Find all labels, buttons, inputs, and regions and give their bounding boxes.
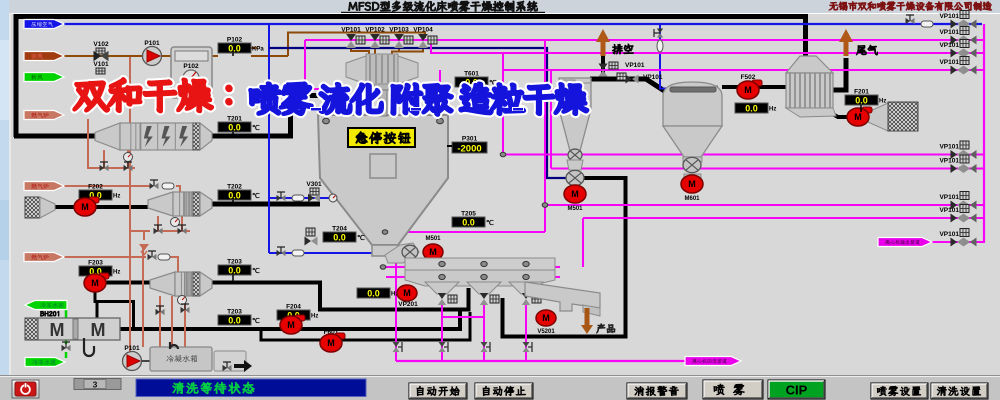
svg-text:F601: F601 xyxy=(324,329,339,336)
svg-text:F202: F202 xyxy=(88,184,103,191)
svg-text:M: M xyxy=(744,85,752,95)
svg-text:VP101: VP101 xyxy=(625,62,645,69)
svg-text:VP201: VP201 xyxy=(398,301,418,308)
svg-text:0.0: 0.0 xyxy=(228,122,241,132)
svg-text:M501: M501 xyxy=(425,236,441,242)
svg-text:P301: P301 xyxy=(462,136,478,143)
svg-text:M501: M501 xyxy=(567,206,583,212)
svg-text:0.0: 0.0 xyxy=(89,190,102,200)
svg-text:VP101: VP101 xyxy=(939,194,959,201)
svg-text:℃: ℃ xyxy=(486,219,494,227)
svg-text:0.0: 0.0 xyxy=(228,265,241,275)
svg-text:P101: P101 xyxy=(124,345,140,352)
svg-text:℃: ℃ xyxy=(252,192,260,200)
svg-text:F203: F203 xyxy=(88,260,103,267)
svg-text:T201: T201 xyxy=(227,116,242,123)
svg-text:0.0: 0.0 xyxy=(367,288,380,298)
svg-text:0.0: 0.0 xyxy=(228,190,241,200)
svg-text:P101: P101 xyxy=(144,40,160,47)
svg-text:℃: ℃ xyxy=(252,124,260,132)
svg-text:VP101: VP101 xyxy=(939,231,959,238)
svg-text:M: M xyxy=(327,338,335,348)
svg-text:VP101: VP101 xyxy=(643,74,663,81)
svg-text:℃: ℃ xyxy=(357,234,365,242)
svg-text:T203: T203 xyxy=(227,309,242,316)
svg-text:0.0: 0.0 xyxy=(228,43,241,53)
svg-text:VP101: VP101 xyxy=(939,207,959,214)
svg-text:M601: M601 xyxy=(684,196,700,202)
svg-text:M: M xyxy=(403,288,411,298)
svg-text:-2000: -2000 xyxy=(457,143,481,154)
svg-text:0.0: 0.0 xyxy=(89,266,102,276)
svg-text:Hz: Hz xyxy=(879,99,886,105)
svg-text:M: M xyxy=(854,112,862,122)
svg-text:V101: V101 xyxy=(93,61,109,68)
svg-text:V102: V102 xyxy=(93,41,109,48)
svg-text:M: M xyxy=(571,189,579,199)
svg-text:VP101: VP101 xyxy=(939,144,959,151)
svg-text:Hz: Hz xyxy=(113,270,120,276)
svg-text:M: M xyxy=(688,179,696,189)
svg-text:0.0: 0.0 xyxy=(745,103,758,113)
svg-text:0.0: 0.0 xyxy=(462,217,475,227)
svg-text:VP101: VP101 xyxy=(939,29,959,36)
svg-text:0.0: 0.0 xyxy=(333,232,346,242)
svg-text:Hz: Hz xyxy=(311,314,318,320)
svg-text:Hz: Hz xyxy=(113,194,120,200)
svg-text:T601: T601 xyxy=(464,71,479,78)
svg-text:Hz: Hz xyxy=(391,292,398,298)
svg-text:0.0: 0.0 xyxy=(287,310,300,320)
svg-text:M: M xyxy=(429,247,437,257)
svg-text:℃: ℃ xyxy=(252,317,260,325)
svg-text:F204: F204 xyxy=(286,304,301,311)
svg-text:M: M xyxy=(542,313,550,323)
svg-text:M: M xyxy=(91,278,99,288)
svg-text:M: M xyxy=(50,320,65,340)
svg-text:T204: T204 xyxy=(332,226,347,233)
svg-text:VP102: VP102 xyxy=(365,27,385,34)
svg-text:℃: ℃ xyxy=(489,79,497,87)
svg-text:KPa: KPa xyxy=(252,47,264,53)
svg-text:VP101: VP101 xyxy=(341,27,361,34)
svg-text:F502: F502 xyxy=(741,74,756,81)
svg-text:F201: F201 xyxy=(854,89,869,96)
svg-text:VP101: VP101 xyxy=(939,59,959,66)
svg-text:M: M xyxy=(81,202,89,212)
svg-text:0.0: 0.0 xyxy=(465,77,478,87)
svg-text:P102: P102 xyxy=(227,37,243,44)
svg-text:VP103: VP103 xyxy=(389,27,409,34)
svg-text:P102: P102 xyxy=(183,63,199,70)
svg-text:V301: V301 xyxy=(306,181,322,188)
svg-text:M: M xyxy=(287,320,295,330)
svg-text:T203: T203 xyxy=(227,259,242,266)
svg-text:℃: ℃ xyxy=(252,267,260,275)
svg-text:T202: T202 xyxy=(227,184,242,191)
svg-text:Hz: Hz xyxy=(769,107,776,113)
svg-text:VP101: VP101 xyxy=(939,13,959,20)
svg-text:0.0: 0.0 xyxy=(855,95,868,105)
svg-text:3: 3 xyxy=(93,380,98,390)
svg-text:M: M xyxy=(91,320,106,340)
svg-text:VP104: VP104 xyxy=(413,27,433,34)
svg-text:T205: T205 xyxy=(461,211,476,218)
svg-text:CIP: CIP xyxy=(786,383,808,398)
svg-text:0.0: 0.0 xyxy=(228,315,241,325)
svg-text:VP101: VP101 xyxy=(939,158,959,165)
svg-text:VP101: VP101 xyxy=(939,42,959,49)
svg-text:V5201: V5201 xyxy=(537,329,555,335)
